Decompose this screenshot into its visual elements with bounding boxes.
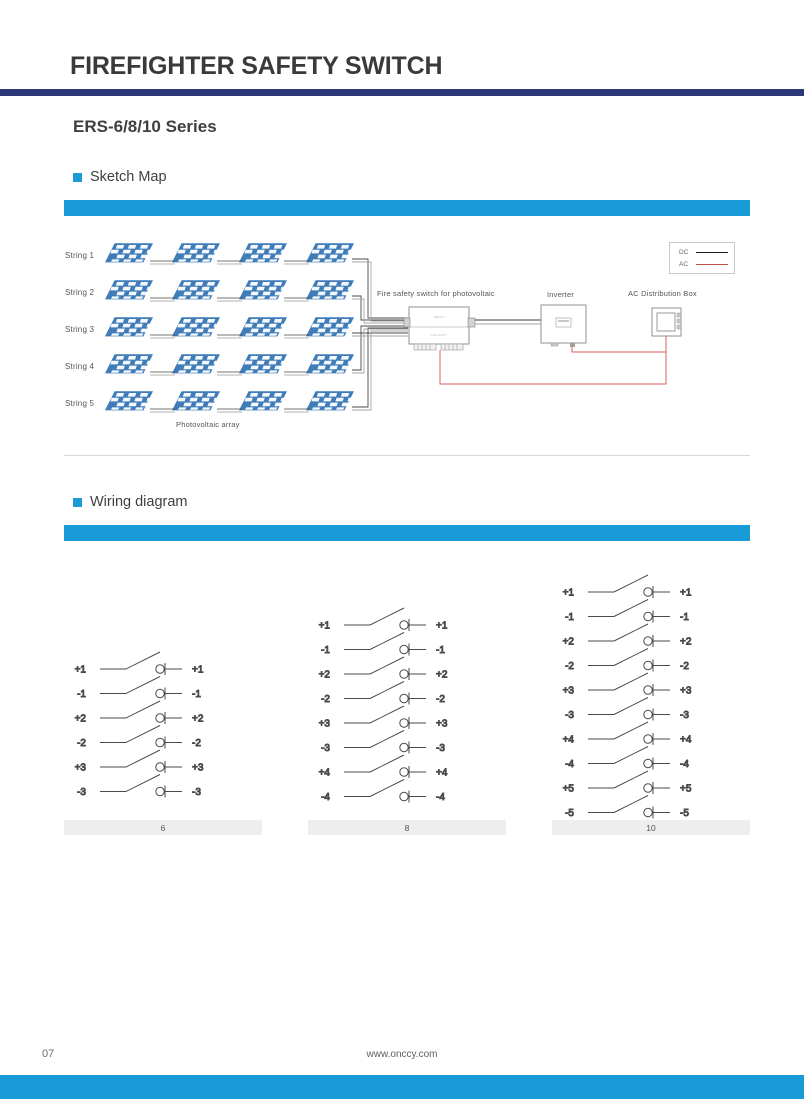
inverter-caption: Inverter (547, 290, 575, 299)
dc-link-switch-inverter (475, 319, 541, 325)
ac-wiring (439, 336, 667, 385)
legend-label-ac: AC (679, 261, 689, 268)
string-label-4: String 4 (65, 362, 95, 371)
bullet-square-icon-2 (73, 497, 82, 507)
svg-text:-1: -1 (192, 689, 201, 700)
svg-text:+4: +4 (436, 767, 448, 778)
svg-text:+3: +3 (563, 685, 575, 696)
dc-bus-lines (352, 258, 408, 408)
svg-text:+2: +2 (319, 669, 331, 680)
svg-text:-4: -4 (565, 759, 574, 770)
svg-text:-4: -4 (680, 759, 689, 770)
pv-array-caption: Photovoltaic array (176, 420, 240, 429)
svg-text:-2: -2 (321, 694, 330, 705)
fire-safety-switch-device: ONCCY FIRE SAFETY (403, 306, 476, 351)
string-label-2: String 2 (65, 288, 95, 297)
svg-text:+4: +4 (319, 767, 331, 778)
svg-text:-3: -3 (192, 787, 201, 798)
svg-text:+1: +1 (436, 620, 448, 631)
svg-text:+2: +2 (563, 636, 575, 647)
wiring-diagram-8: +1 +1 -1 -1 +2 +2 -2 -2 +3 +3 -3 -3 +4 +4 -4 -4 (308, 607, 506, 806)
page-number: 07 (42, 1048, 55, 1060)
svg-text:+1: +1 (192, 664, 204, 675)
svg-text:-2: -2 (77, 738, 86, 749)
svg-text:+3: +3 (192, 762, 204, 773)
wiring-caption-6: 6 (64, 820, 262, 835)
section-label-sketch-map: Sketch Map (90, 169, 167, 185)
bullet-square-icon (73, 172, 82, 182)
svg-text:+1: +1 (563, 587, 575, 598)
pv-array-group (105, 243, 354, 411)
svg-text:+3: +3 (680, 685, 692, 696)
legend-label-dc: DC (679, 249, 689, 256)
section-label-wiring-diagram: Wiring diagram (90, 494, 188, 510)
svg-text:-1: -1 (436, 645, 445, 656)
legend-box: DC AC (669, 242, 735, 274)
legend-line-ac (696, 264, 728, 265)
footer-cyan-bar (0, 1075, 804, 1099)
svg-text:-1: -1 (321, 645, 330, 656)
svg-text:+1: +1 (75, 664, 87, 675)
switch-caption: Fire safety switch for photovoltaic (377, 289, 495, 298)
svg-text:FIRE SAFETY: FIRE SAFETY (431, 333, 448, 337)
svg-text:-4: -4 (321, 792, 330, 803)
section-heading-sketch-map: Sketch Map (73, 169, 167, 185)
svg-text:-2: -2 (192, 738, 201, 749)
svg-text:-2: -2 (680, 661, 689, 672)
svg-text:+2: +2 (436, 669, 448, 680)
svg-text:-3: -3 (680, 710, 689, 721)
svg-text:-1: -1 (77, 689, 86, 700)
svg-text:+3: +3 (75, 762, 87, 773)
svg-text:-5: -5 (680, 808, 689, 819)
svg-text:-4: -4 (436, 792, 445, 803)
section-divider-rule (64, 455, 750, 456)
ac-distribution-box-device (651, 307, 682, 337)
wiring-caption-8: 8 (308, 820, 506, 835)
svg-text:-3: -3 (565, 710, 574, 721)
wiring-blue-bar (64, 525, 750, 541)
svg-text:+4: +4 (563, 734, 575, 745)
string-label-1: String 1 (65, 251, 95, 260)
svg-text:+2: +2 (75, 713, 87, 724)
wiring-caption-10: 10 (552, 820, 750, 835)
string-label-5: String 5 (65, 399, 95, 408)
ac-box-caption: AC Distribution Box (628, 289, 697, 298)
header-navy-rule (0, 89, 804, 96)
svg-text:-1: -1 (565, 612, 574, 623)
svg-text:+5: +5 (680, 783, 692, 794)
svg-text:+4: +4 (680, 734, 692, 745)
svg-text:-3: -3 (321, 743, 330, 754)
string-wires (150, 260, 309, 410)
svg-text:+2: +2 (680, 636, 692, 647)
svg-text:+1: +1 (319, 620, 331, 631)
legend-row-dc: DC (679, 249, 728, 256)
inverter-device (540, 304, 587, 347)
svg-text:+3: +3 (436, 718, 448, 729)
legend-line-dc (696, 252, 728, 253)
legend-row-ac: AC (679, 261, 728, 268)
sketch-map-blue-bar (64, 200, 750, 216)
series-title: ERS-6/8/10 Series (73, 117, 217, 136)
svg-text:-3: -3 (77, 787, 86, 798)
svg-text:-5: -5 (565, 808, 574, 819)
svg-text:+2: +2 (192, 713, 204, 724)
website-url: www.onccy.com (366, 1049, 438, 1060)
wiring-diagram-6: +1 +1 -1 -1 +2 +2 -2 -2 +3 +3 -3 -3 (64, 651, 262, 805)
svg-text:+5: +5 (563, 783, 575, 794)
svg-text:-3: -3 (436, 743, 445, 754)
svg-text:ONCCY: ONCCY (434, 315, 445, 319)
svg-text:-1: -1 (680, 612, 689, 623)
svg-text:+3: +3 (319, 718, 331, 729)
svg-text:+1: +1 (680, 587, 692, 598)
wiring-diagram-10: +1 +1 -1 -1 +2 +2 -2 -2 +3 +3 -3 -3 +4 +4 -4 -4 +5 +5 -5 -5 (552, 574, 750, 819)
page-title: FIREFIGHTER SAFETY SWITCH (70, 52, 443, 80)
string-label-3: String 3 (65, 325, 95, 334)
section-heading-wiring-diagram: Wiring diagram (73, 494, 188, 510)
svg-text:-2: -2 (436, 694, 445, 705)
svg-text:-2: -2 (565, 661, 574, 672)
